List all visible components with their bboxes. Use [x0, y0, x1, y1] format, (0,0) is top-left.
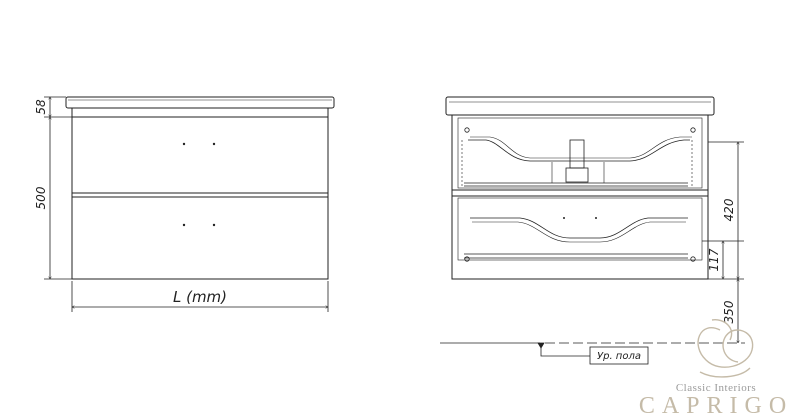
section-mounting-holes — [464, 127, 696, 262]
brand-tagline: Classic Interiors — [676, 382, 756, 394]
floor-marker-icon — [537, 342, 545, 349]
section-cabinet-body — [451, 114, 709, 280]
section-dimensions — [702, 142, 744, 343]
front-view — [65, 96, 335, 280]
floor-label: Ур. пола — [597, 351, 641, 362]
dim-label-58: 58 — [34, 99, 48, 115]
section-basin-outline — [468, 139, 690, 162]
brand-name: CAPRIGO — [639, 393, 793, 416]
front-countertop — [65, 96, 335, 109]
front-cabinet-body — [71, 116, 329, 280]
brand-monogram-icon — [697, 319, 754, 378]
dim-label-117: 117 — [707, 248, 721, 271]
brand-logo — [697, 319, 754, 378]
front-dimensions — [44, 97, 328, 312]
dim-label-420: 420 — [722, 198, 736, 221]
dim-label-350: 350 — [722, 300, 736, 323]
section-view — [445, 96, 715, 280]
section-countertop — [445, 96, 715, 116]
floor-level — [440, 342, 745, 365]
floor-label-box — [589, 346, 649, 365]
dim-label-width: L (mm) — [173, 288, 227, 306]
section-siphon — [569, 139, 585, 169]
section-lower-drawer — [457, 197, 703, 261]
front-handle-dots — [182, 142, 216, 227]
dim-label-500: 500 — [34, 186, 48, 209]
